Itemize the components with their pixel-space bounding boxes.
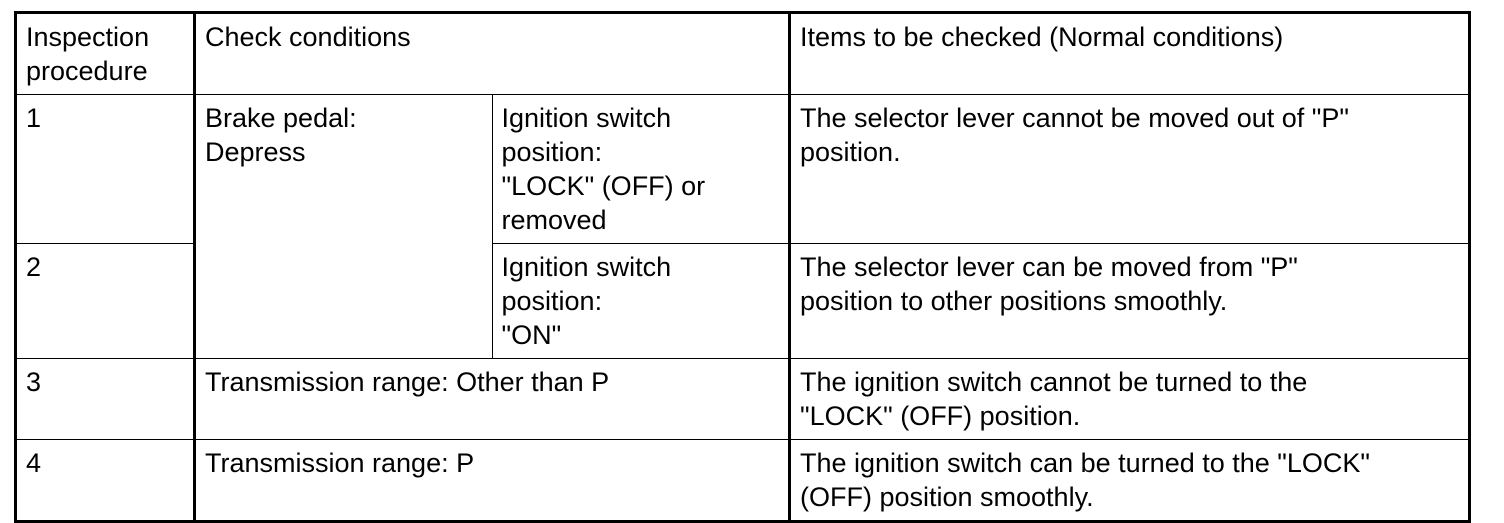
inspection-table-container: Inspection procedure Check conditions It… (14, 11, 1471, 523)
table-row: 2 Ignition switch position: "ON" The sel… (15, 243, 1470, 360)
row-1-procedure-number: 1 (15, 94, 196, 245)
row-1-condition-brake-pedal: Brake pedal: Depress (194, 94, 493, 360)
row-1-items-to-be-checked: The selector lever cannot be moved out o… (788, 94, 1470, 245)
table-row: 1 Brake pedal: Depress Ignition switch p… (15, 94, 1470, 360)
table-row: 3 Transmission range: Other than P The i… (15, 358, 1470, 441)
header-check-conditions: Check conditions (194, 11, 790, 96)
row-3-condition-transmission-range: Transmission range: Other than P (194, 358, 790, 441)
row-4-procedure-number: 4 (15, 439, 196, 523)
row-3-items-to-be-checked: The ignition switch cannot be turned to … (788, 358, 1470, 441)
row-1-condition-ignition-switch: Ignition switch position: "LOCK" (OFF) o… (491, 94, 790, 245)
row-3-procedure-number: 3 (15, 358, 196, 441)
table-header: Inspection procedure Check conditions It… (15, 11, 1470, 96)
row-2-condition-ignition-switch: Ignition switch position: "ON" (491, 243, 790, 360)
row-4-condition-transmission-range: Transmission range: P (194, 439, 790, 523)
table-row: 4 Transmission range: P The ignition swi… (15, 439, 1470, 523)
row-2-procedure-number: 2 (15, 243, 196, 360)
row-2-items-to-be-checked: The selector lever can be moved from "P"… (788, 243, 1470, 360)
header-items-to-be-checked: Items to be checked (Normal conditions) (788, 11, 1470, 96)
header-row: Inspection procedure Check conditions It… (15, 11, 1470, 96)
table-body: 1 Brake pedal: Depress Ignition switch p… (15, 94, 1470, 523)
header-inspection-procedure: Inspection procedure (15, 11, 196, 96)
row-4-items-to-be-checked: The ignition switch can be turned to the… (788, 439, 1470, 523)
inspection-table: Inspection procedure Check conditions It… (14, 11, 1471, 523)
page-root: Inspection procedure Check conditions It… (14, 11, 1471, 523)
